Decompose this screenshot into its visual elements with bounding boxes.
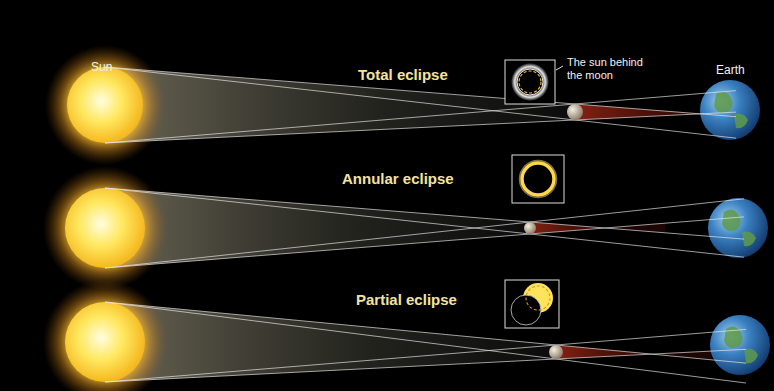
sun-glow bbox=[43, 166, 167, 290]
eclipse-row bbox=[43, 166, 768, 290]
light-ray bbox=[105, 302, 746, 383]
eclipse-type: Total eclipse bbox=[358, 66, 448, 83]
eclipse-type: Partial eclipse bbox=[356, 291, 457, 308]
eclipse-type: Annular eclipse bbox=[342, 170, 454, 187]
sun bbox=[65, 302, 145, 382]
earth-label: Earth bbox=[716, 64, 745, 78]
moon-shadow bbox=[530, 222, 605, 234]
earth bbox=[700, 80, 760, 140]
sun bbox=[67, 67, 143, 143]
light-ray bbox=[105, 329, 746, 382]
annular-inset bbox=[512, 155, 564, 203]
earth-land bbox=[714, 91, 748, 128]
light-ray bbox=[105, 188, 744, 239]
light-ray bbox=[105, 91, 736, 143]
light-ray bbox=[105, 188, 744, 257]
light-ray bbox=[105, 217, 744, 268]
earth-land bbox=[724, 326, 758, 363]
light-beam bbox=[105, 188, 530, 268]
light-ray bbox=[105, 349, 746, 382]
sun bbox=[65, 188, 145, 268]
light-ray bbox=[105, 199, 744, 268]
sun-label: Sun bbox=[91, 61, 112, 75]
total-inset bbox=[505, 60, 563, 104]
moon bbox=[549, 345, 563, 359]
sun-glow bbox=[45, 45, 165, 165]
earth bbox=[708, 198, 768, 258]
moon bbox=[524, 222, 536, 234]
antumbra bbox=[605, 223, 665, 233]
partial-inset bbox=[505, 280, 559, 328]
light-beam bbox=[105, 302, 556, 382]
earth-land bbox=[722, 209, 756, 246]
light-ray bbox=[105, 67, 736, 138]
inset-note: The sun behind the moon bbox=[567, 56, 651, 81]
earth bbox=[710, 315, 770, 375]
moon bbox=[567, 104, 583, 120]
sun-glow bbox=[43, 280, 167, 391]
eclipse-row bbox=[45, 45, 760, 165]
light-ray bbox=[105, 67, 736, 117]
eclipse-row bbox=[43, 280, 770, 391]
